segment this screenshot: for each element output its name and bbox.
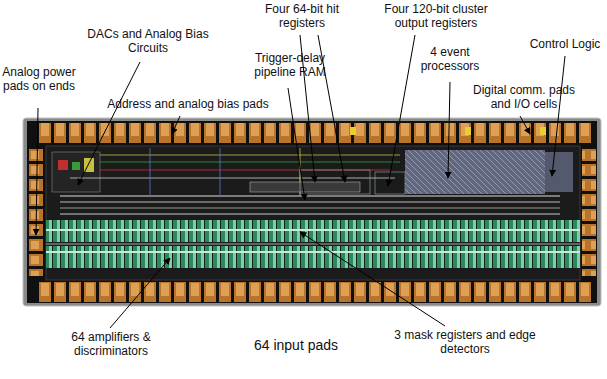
- callout-label: 3 mask registers and edge detectors: [390, 329, 540, 357]
- callout-label: Analog power pads on ends: [2, 66, 76, 94]
- callout-label: 64 input pads: [236, 337, 356, 353]
- callout-label: 4 event processors: [410, 46, 490, 74]
- callout-label: Control Logic: [526, 38, 604, 52]
- callout-label: Address and analog bias pads: [96, 98, 280, 112]
- callout-label: 64 amplifiers & discriminators: [36, 331, 186, 359]
- callout-label: DACs and Analog Bias Circuits: [82, 28, 214, 56]
- callout-label: Four 120-bit cluster output registers: [366, 3, 506, 31]
- callout-label: Four 64-bit hit registers: [252, 3, 352, 31]
- callout-label: Digital comm. pads and I/O cells: [462, 84, 586, 112]
- callout-label: Trigger-delay pipeline RAM: [236, 52, 344, 80]
